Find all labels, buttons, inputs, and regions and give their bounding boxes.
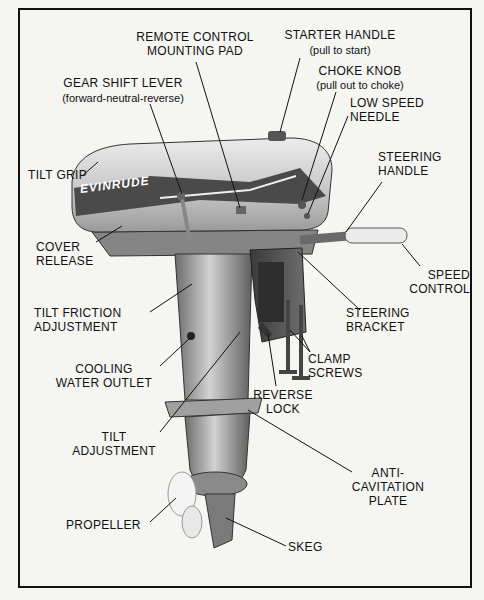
illustration-shape	[346, 182, 382, 232]
illustration-shape	[250, 248, 306, 342]
illustration-shape	[248, 410, 352, 472]
illustration-shape	[298, 201, 306, 209]
part-label: (pull out to choke)	[300, 78, 420, 92]
illustration-shape	[182, 506, 202, 538]
part-label: STEERING HANDLE	[378, 150, 458, 178]
steering-handle	[300, 228, 407, 243]
part-label: (forward-neutral-reverse)	[48, 91, 198, 105]
illustration-shape	[160, 338, 190, 366]
illustration-shape	[302, 92, 336, 200]
part-label: COVER RELEASE	[36, 240, 106, 268]
part-label: SPEED CONTROL	[400, 268, 470, 296]
engine-cover	[72, 131, 332, 242]
illustration-shape	[150, 498, 176, 522]
leader-lines	[82, 58, 420, 546]
part-label: LOW SPEED NEEDLE	[350, 96, 434, 124]
illustration-shape	[196, 62, 240, 208]
part-label: CLAMP SCREWS	[308, 352, 378, 380]
illustration-shape	[290, 330, 310, 352]
part-label: STEERING BRACKET	[346, 306, 430, 334]
illustration-shape	[150, 104, 182, 194]
part-label: REMOTE CONTROL MOUNTING PAD	[130, 30, 260, 58]
illustration-shape	[268, 334, 276, 386]
part-label: PROPELLER	[66, 518, 166, 532]
part-label: CHOKE KNOB	[300, 64, 420, 78]
part-label: TILT ADJUSTMENT	[66, 430, 162, 458]
illustration-shape	[304, 213, 310, 219]
illustration-shape	[286, 300, 290, 372]
illustration-shape	[258, 322, 272, 338]
illustration-shape	[268, 131, 286, 141]
part-label: ANTI-CAVITATION PLATE	[346, 466, 430, 508]
illustration-shape	[298, 252, 360, 310]
part-label: (pull to start)	[280, 43, 400, 57]
illustration-shape	[345, 228, 407, 243]
part-label: COOLING WATER OUTLET	[54, 362, 154, 390]
illustration-shape	[300, 236, 348, 240]
illustration-shape	[182, 198, 190, 242]
illustration-shape	[96, 226, 122, 242]
clamp-screws	[279, 300, 310, 378]
part-label: TILT FRICTION ADJUSTMENT	[34, 306, 144, 334]
part-label: GEAR SHIFT LEVER	[48, 76, 198, 90]
part-label: SKEG	[288, 540, 348, 554]
illustration-shape	[236, 206, 246, 214]
illustration-shape	[402, 244, 420, 266]
illustration-shape	[226, 518, 286, 546]
illustration-shape	[279, 370, 297, 374]
illustration-shape	[74, 168, 326, 216]
illustration-shape	[150, 284, 192, 312]
illustration-shape	[160, 332, 240, 432]
illustration-shape	[175, 254, 252, 400]
illustration-shape	[302, 336, 310, 352]
part-label: REVERSE LOCK	[250, 388, 316, 416]
illustration-shape	[280, 58, 300, 132]
illustration-shape	[187, 332, 195, 340]
illustration-shape	[258, 262, 284, 322]
illustration-shape	[205, 494, 235, 548]
illustration-shape	[177, 192, 185, 200]
illustration-shape	[72, 138, 332, 232]
illustration-shape	[308, 116, 348, 214]
part-label: STARTER HANDLE	[280, 28, 400, 42]
illustration-shape	[292, 376, 310, 380]
